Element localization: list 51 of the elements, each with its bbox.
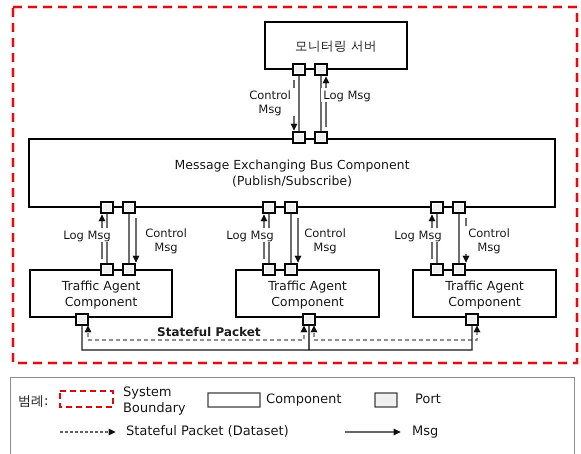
edge-label: Log Msg (321, 88, 373, 102)
edge-label: Stateful Packet (155, 325, 263, 339)
component-label: 모니터링 서버 (295, 38, 377, 54)
component-box (28, 138, 556, 208)
port-box (100, 201, 114, 214)
port-box (262, 263, 276, 276)
arrow (294, 218, 302, 263)
edge-label: Log Msg (392, 228, 444, 242)
port-box (262, 201, 276, 214)
port-box (430, 263, 444, 276)
component-box (235, 269, 380, 318)
port-box (284, 263, 298, 276)
port-box (292, 131, 306, 144)
component-box (264, 21, 408, 70)
port-box (314, 63, 328, 76)
component-label: Traffic Agent Component (444, 278, 525, 310)
dashed-arrow (310, 325, 480, 341)
port-box (465, 313, 479, 326)
component-label: Traffic Agent Component (60, 278, 142, 310)
port-box (314, 131, 328, 144)
connector-line (308, 326, 473, 351)
component-label: Message Exchanging Bus Component (Publish/Subscribe) (173, 157, 410, 189)
edge-label: Log Msg (224, 228, 276, 242)
port-box (292, 63, 306, 76)
port-box (302, 313, 316, 326)
connector-line (290, 214, 292, 263)
port-box (284, 201, 298, 214)
connector-line (320, 76, 322, 131)
component-box (29, 269, 173, 318)
port-box (122, 201, 136, 214)
component-label: Traffic Agent Component (267, 278, 348, 310)
port-box (452, 201, 466, 214)
dashed-arrow (84, 325, 308, 341)
connector-line (128, 214, 130, 263)
port-box (452, 263, 466, 276)
port-box (75, 313, 89, 326)
port-box (122, 263, 136, 276)
connector-line (458, 214, 460, 263)
legend-title: 범례: (18, 394, 48, 410)
legend-label: Component (266, 392, 342, 408)
port-box (430, 201, 444, 214)
legend-label: System Boundary (123, 385, 187, 417)
legend-label: Stateful Packet (Dataset) (126, 424, 289, 440)
arrow (132, 218, 140, 263)
connector-line (298, 76, 300, 131)
connector-line (81, 326, 310, 351)
legend-label: Msg (412, 424, 438, 440)
legend-label: Port (415, 392, 441, 408)
port-box (100, 263, 114, 276)
component-box (412, 269, 557, 318)
edge-label: Log Msg (61, 228, 113, 242)
